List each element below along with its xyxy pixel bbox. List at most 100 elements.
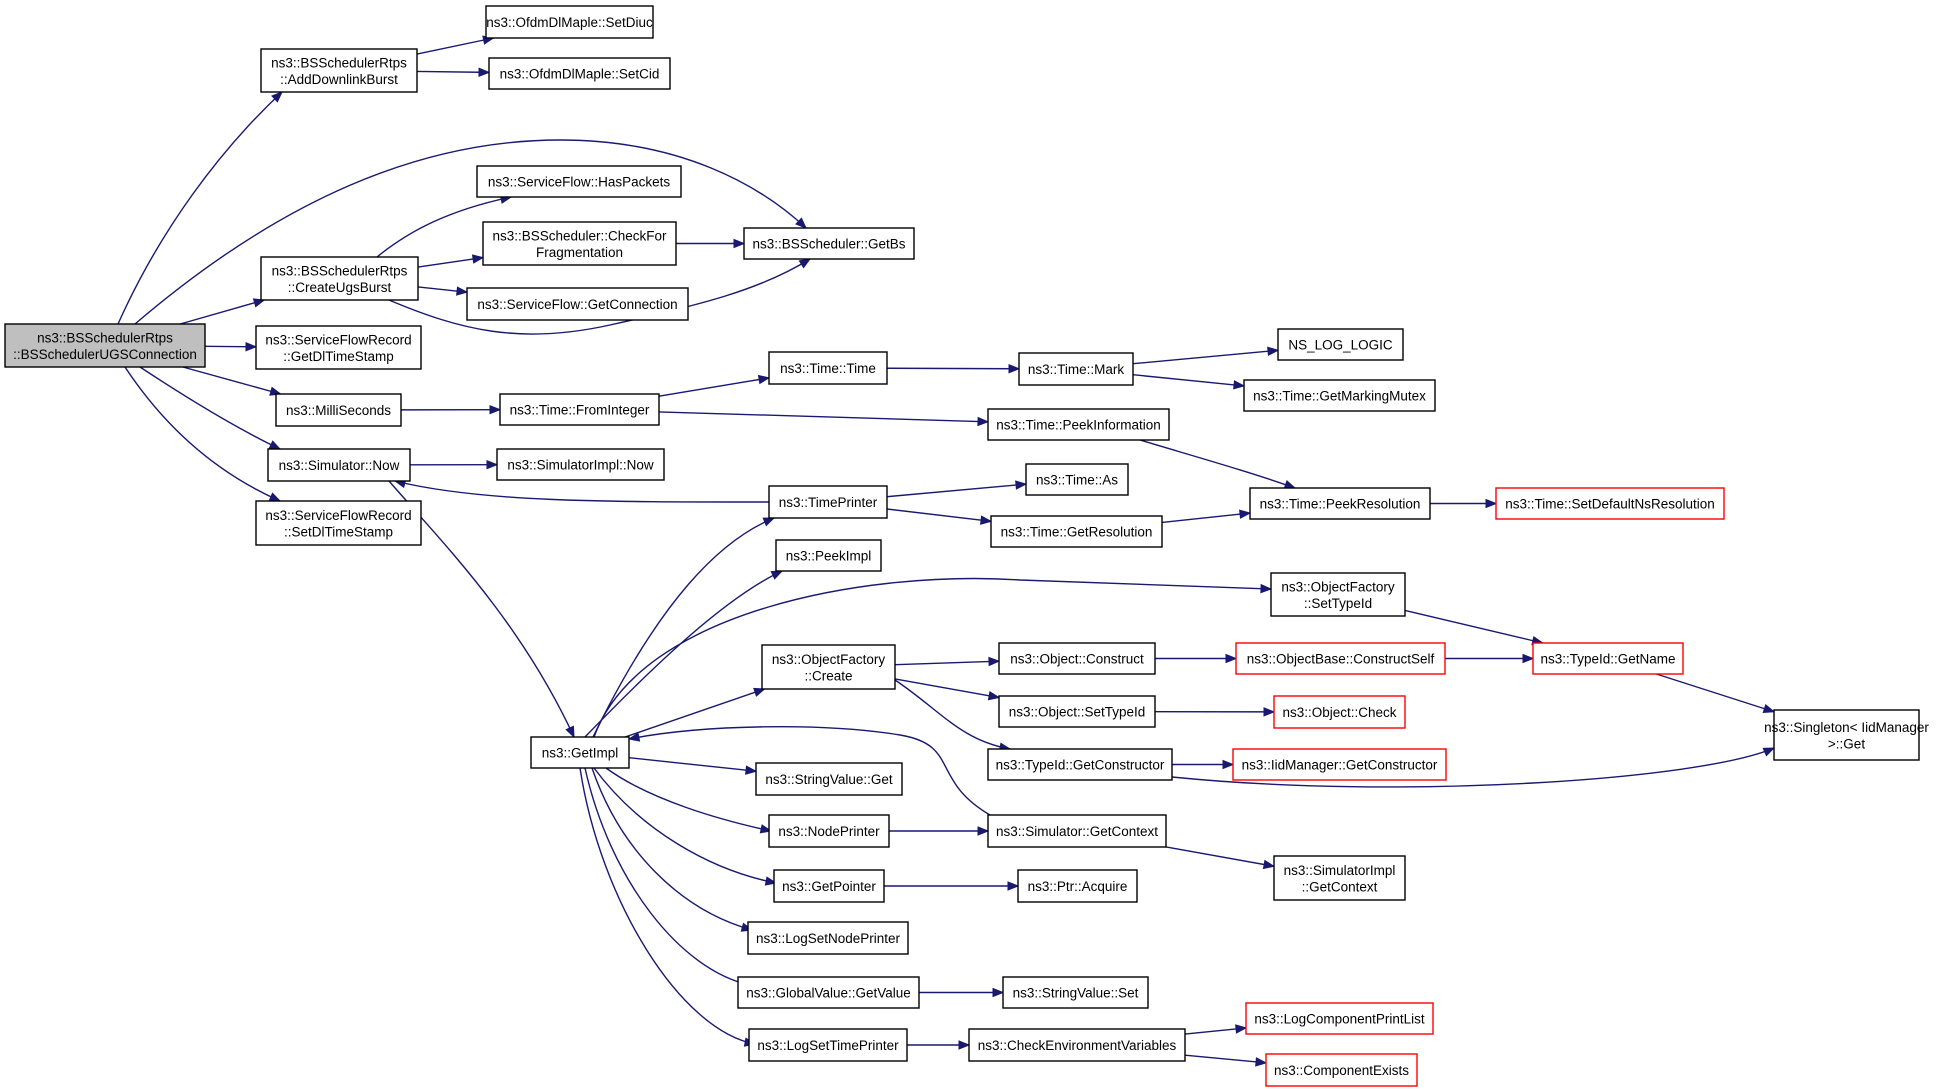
node-svset[interactable]: ns3::StringValue::Set <box>1002 976 1149 1009</box>
node-mark[interactable]: ns3::Time::Mark <box>1018 352 1134 386</box>
node-label: ns3::ObjectFactory <box>772 652 886 667</box>
node-label: ns3::Singleton< IidManager <box>1764 720 1929 735</box>
node-setdefres[interactable]: ns3::Time::SetDefaultNsResolution <box>1495 487 1725 520</box>
edge-mark-to-nslog <box>1132 349 1279 365</box>
node-label: ns3::Object::Construct <box>1010 652 1144 667</box>
node-nslog[interactable]: NS_LOG_LOGIC <box>1277 328 1404 361</box>
edge-tp-to-as-arrowhead <box>1015 480 1028 490</box>
node-box <box>255 500 422 546</box>
node-logsettp[interactable]: ns3::LogSetTimePrinter <box>748 1028 908 1062</box>
node-getdlts[interactable]: ns3::ServiceFlowRecord::GetDlTimeStamp <box>255 325 422 370</box>
node-cub[interactable]: ns3::BSSchedulerRtps::CreateUgsBurst <box>260 256 419 301</box>
node-getname[interactable]: ns3::TypeId::GetName <box>1532 642 1684 675</box>
node-getbs[interactable]: ns3::BSScheduler::GetBs <box>743 227 915 260</box>
node-setdiuc[interactable]: ns3::OfdmDlMaple::SetDiuc <box>485 5 654 39</box>
node-constructself[interactable]: ns3::ObjectBase::ConstructSelf <box>1235 642 1446 675</box>
node-check[interactable]: ns3::Object::Check <box>1273 695 1406 729</box>
node-label: ns3::Time::PeekResolution <box>1260 497 1421 512</box>
node-fromint[interactable]: ns3::Time::FromInteger <box>499 393 660 426</box>
node-ms[interactable]: ns3::MilliSeconds <box>275 393 402 427</box>
node-svget[interactable]: ns3::StringValue::Get <box>755 762 903 796</box>
node-label: ns3::LogSetNodePrinter <box>756 931 901 946</box>
node-logcpl[interactable]: ns3::LogComponentPrintList <box>1245 1002 1434 1035</box>
edge-cub-to-haspackets <box>376 196 512 258</box>
node-label: ns3::Time::GetMarkingMutex <box>1253 389 1426 404</box>
node-acquire[interactable]: ns3::Ptr::Acquire <box>1017 869 1138 903</box>
edge-ofsettid-to-getname <box>1404 609 1543 644</box>
node-box <box>1495 487 1725 520</box>
edge-root-to-simnow <box>139 366 281 450</box>
edge-tp-to-simnow <box>394 480 770 503</box>
edge-root-to-cub-arrowhead <box>252 298 266 308</box>
node-label: ns3::TypeId::GetConstructor <box>996 758 1165 773</box>
node-compexists[interactable]: ns3::ComponentExists <box>1265 1053 1418 1087</box>
edge-root-to-setdlts-arrowhead <box>268 492 282 502</box>
node-setcid[interactable]: ns3::OfdmDlMaple::SetCid <box>488 57 671 90</box>
node-box <box>1232 748 1447 781</box>
node-box <box>1532 642 1684 675</box>
edge-mark-to-getmutex-arrowhead <box>1233 380 1246 390</box>
edge-cub-to-getconn-arrowhead <box>456 286 469 296</box>
node-box <box>998 695 1156 728</box>
node-label: ns3::ServiceFlow::GetConnection <box>477 297 677 312</box>
edge-getimpl-to-logsetnp <box>591 767 753 931</box>
edge-timetime-to-mark <box>886 367 1020 370</box>
node-label: ns3::ServiceFlow::HasPackets <box>488 175 671 190</box>
edge-fromint-to-timetime-arrowhead <box>757 374 771 385</box>
node-label: ns3::StringValue::Get <box>765 772 893 787</box>
node-label: ns3::Object::Check <box>1282 705 1396 720</box>
node-root[interactable]: ns3::BSSchedulerRtps::BSSchedulerUGSConn… <box>4 323 206 368</box>
node-box <box>1025 463 1129 496</box>
node-objsettid[interactable]: ns3::Object::SetTypeId <box>998 695 1156 728</box>
node-box <box>1277 328 1404 361</box>
node-nodeprinter[interactable]: ns3::NodePrinter <box>768 814 890 848</box>
node-implgetctx[interactable]: ns3::SimulatorImpl::GetContext <box>1273 855 1406 901</box>
node-label: ns3::Ptr::Acquire <box>1028 879 1128 894</box>
node-label: ns3::BSScheduler::GetBs <box>752 237 905 252</box>
node-checkenv[interactable]: ns3::CheckEnvironmentVariables <box>968 1028 1186 1062</box>
edge-getname-to-singleton <box>1656 673 1775 713</box>
node-iidgetctor[interactable]: ns3::IidManager::GetConstructor <box>1232 748 1447 781</box>
node-setdlts[interactable]: ns3::ServiceFlowRecord::SetDlTimeStamp <box>255 500 422 546</box>
node-peekres[interactable]: ns3::Time::PeekResolution <box>1249 487 1431 520</box>
node-ofsettid[interactable]: ns3::ObjectFactory::SetTypeId <box>1270 572 1406 617</box>
node-getpointer[interactable]: ns3::GetPointer <box>773 869 885 903</box>
node-label: ns3::BSSchedulerRtps <box>37 330 173 345</box>
node-label: ns3::Time::SetDefaultNsResolution <box>1505 497 1715 512</box>
node-tidgetctor[interactable]: ns3::TypeId::GetConstructor <box>987 748 1173 781</box>
node-simgetctx[interactable]: ns3::Simulator::GetContext <box>987 814 1167 848</box>
node-label: ns3::OfdmDlMaple::SetCid <box>500 67 660 82</box>
node-implnow[interactable]: ns3::SimulatorImpl::Now <box>496 448 665 481</box>
node-getres[interactable]: ns3::Time::GetResolution <box>990 515 1163 548</box>
edge-getpointer-to-acquire-arrowhead <box>1007 881 1020 891</box>
edge-fromint-to-peekinfo-arrowhead <box>977 416 990 427</box>
node-singleton[interactable]: ns3::Singleton< IidManager>::Get <box>1764 709 1929 761</box>
edge-root-to-ms-arrowhead <box>269 386 282 396</box>
edge-fromint-to-peekinfo <box>658 411 989 423</box>
node-ofcreate[interactable]: ns3::ObjectFactory::Create <box>761 644 896 690</box>
node-box <box>1245 1002 1434 1035</box>
node-as[interactable]: ns3::Time::As <box>1025 463 1129 496</box>
edge-simnow-to-implnow-arrowhead <box>486 459 499 470</box>
node-label: ns3::PeekImpl <box>786 549 872 564</box>
node-getimpl[interactable]: ns3::GetImpl <box>530 736 630 769</box>
node-gvgetvalue[interactable]: ns3::GlobalValue::GetValue <box>737 976 920 1009</box>
node-peekinfo[interactable]: ns3::Time::PeekInformation <box>987 408 1170 441</box>
node-label: ::AddDownlinkBurst <box>280 72 398 87</box>
node-timetime[interactable]: ns3::Time::Time <box>768 351 888 385</box>
node-box <box>1017 869 1138 903</box>
node-logsetnp[interactable]: ns3::LogSetNodePrinter <box>747 921 909 955</box>
node-haspackets[interactable]: ns3::ServiceFlow::HasPackets <box>476 165 682 198</box>
node-construct[interactable]: ns3::Object::Construct <box>998 642 1156 675</box>
node-simnow[interactable]: ns3::Simulator::Now <box>267 448 411 482</box>
node-tp[interactable]: ns3::TimePrinter <box>768 485 888 519</box>
node-box <box>987 814 1167 848</box>
node-getconn[interactable]: ns3::ServiceFlow::GetConnection <box>466 287 689 321</box>
node-getmutex[interactable]: ns3::Time::GetMarkingMutex <box>1243 379 1436 412</box>
node-adb[interactable]: ns3::BSSchedulerRtps::AddDownlinkBurst <box>260 48 418 93</box>
edge-root-to-getbs <box>134 139 807 325</box>
node-box <box>476 165 682 198</box>
edge-tp-to-getres-arrowhead <box>980 515 993 525</box>
node-peekimpl[interactable]: ns3::PeekImpl <box>775 539 882 572</box>
